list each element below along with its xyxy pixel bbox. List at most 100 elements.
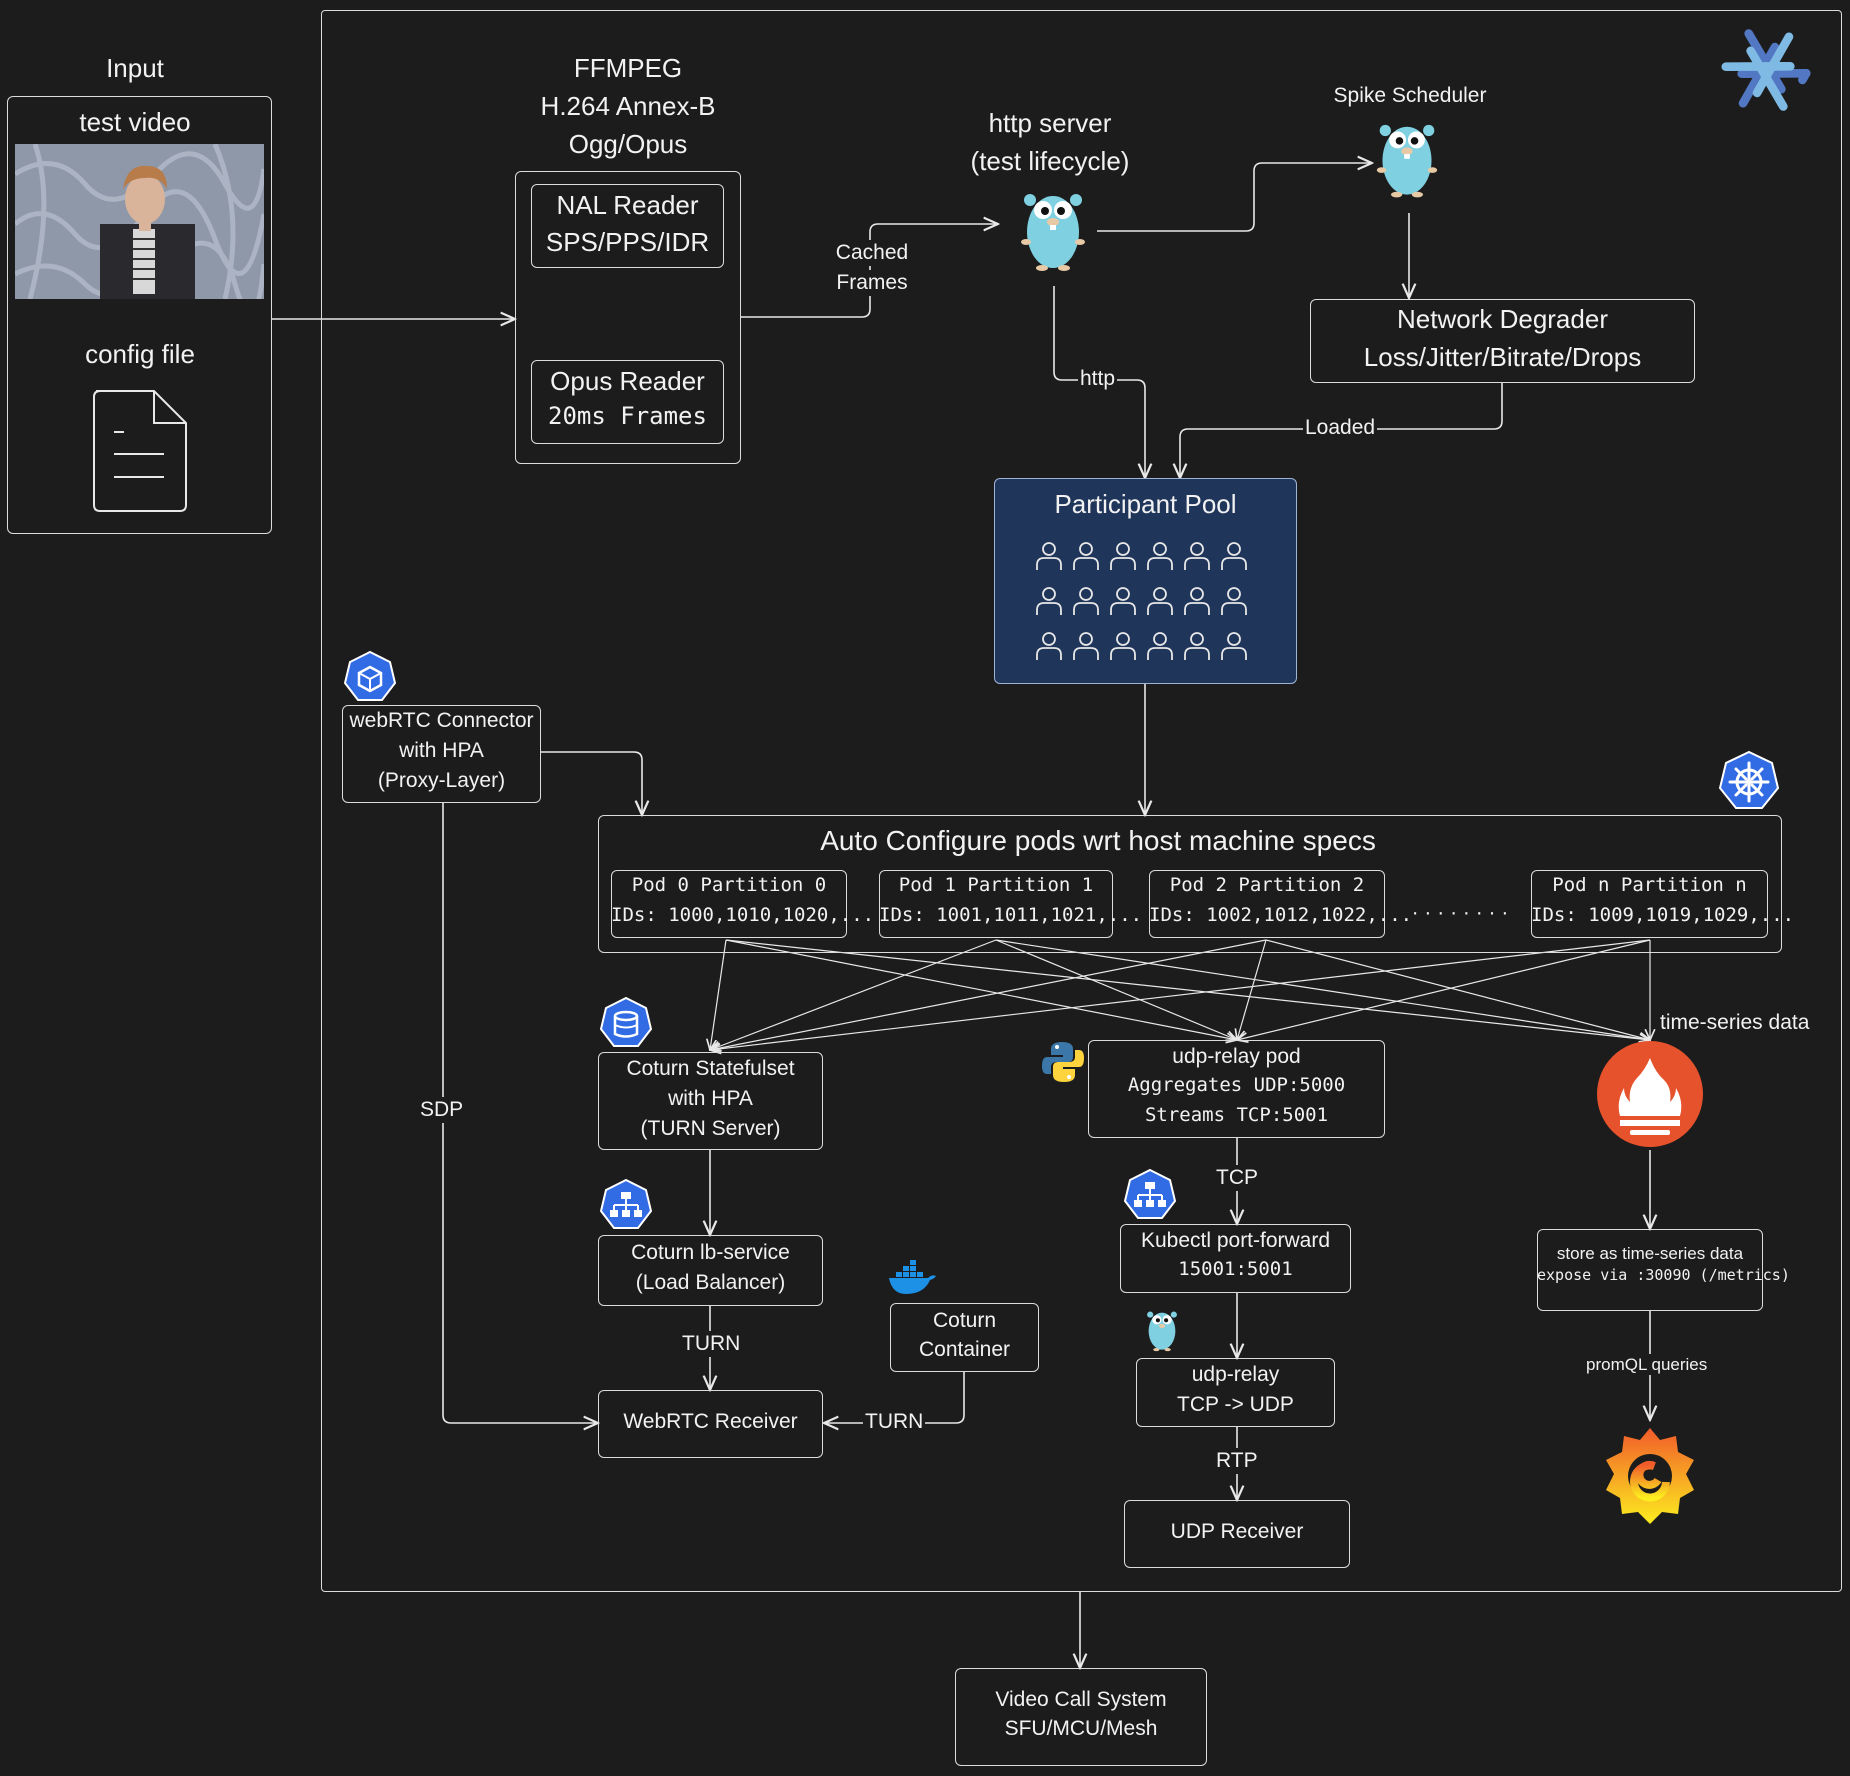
- user-icon: [1110, 632, 1136, 660]
- edge-label-time-series: time-series data: [1660, 1011, 1810, 1034]
- auto-configure-title: Auto Configure pods wrt host machine spe…: [820, 825, 1376, 856]
- pod-2-name: Pod 2 Partition 2: [1169, 874, 1365, 896]
- ffmpeg-title-3: Ogg/Opus: [568, 129, 688, 159]
- udp-relay-line-1: udp-relay: [1191, 1363, 1280, 1386]
- document-icon: [93, 390, 187, 512]
- user-icon: [1221, 632, 1247, 660]
- auto-configure-box: [598, 815, 1782, 953]
- main-frame: [321, 10, 1842, 1592]
- webrtc-connector-box: [342, 705, 541, 803]
- test-video-label: test video: [79, 107, 191, 137]
- go-gopher-icon: [1147, 1311, 1177, 1352]
- nal-reader-line-2: SPS/PPS/IDR: [545, 227, 710, 257]
- grafana-icon: [1606, 1428, 1694, 1524]
- network-degrader-line-2: Loss/Jitter/Bitrate/Drops: [1363, 342, 1642, 372]
- pod-2-box: [1149, 870, 1385, 938]
- opus-reader-box: [531, 360, 724, 444]
- edge-label-rtp: RTP: [1214, 1448, 1260, 1475]
- pod-1-name: Pod 1 Partition 1: [898, 874, 1094, 896]
- coturn-container-box: [890, 1303, 1039, 1372]
- participant-pool-title: Participant Pool: [1054, 489, 1237, 519]
- udp-relay-line-2: TCP -> UDP: [1177, 1393, 1294, 1416]
- user-icon: [1184, 587, 1210, 615]
- coturn-lb-line-2: (Load Balancer): [635, 1271, 786, 1294]
- edge-label-sdp: SDP: [418, 1097, 466, 1124]
- edge-label-promql: promQL queries: [1584, 1354, 1710, 1376]
- edge-connector-receiver: [442, 803, 598, 1423]
- coturn-statefulset-line-3: (TURN Server): [640, 1117, 781, 1140]
- config-file-label: config file: [85, 339, 195, 369]
- webrtc-connector-line-3: (Proxy-Layer): [377, 769, 506, 792]
- opus-reader-line-2: 20ms Frames: [548, 402, 707, 430]
- docker-whale-icon: [889, 1260, 936, 1294]
- edge-container-receiver: [824, 1372, 965, 1423]
- user-icon: [1073, 587, 1099, 615]
- pod-fanout-lines: [710, 939, 1650, 1050]
- coturn-statefulset-line-1: Coturn Statefulset: [626, 1057, 795, 1080]
- user-icon: [1036, 632, 1062, 660]
- kubernetes-service-icon: [599, 1178, 653, 1229]
- udp-receiver-label: UDP Receiver: [1170, 1520, 1304, 1543]
- video-call-line-1: Video Call System: [995, 1688, 1167, 1711]
- edge-label-turn-lb: TURN: [680, 1331, 743, 1358]
- user-icon: [1036, 542, 1062, 570]
- pod-0-name: Pod 0 Partition 0: [631, 874, 827, 896]
- video-call-box: [955, 1668, 1207, 1766]
- udp-relay-pod-box: [1088, 1040, 1385, 1138]
- coturn-statefulset-line-2: with HPA: [668, 1087, 753, 1110]
- pod-n-name: Pod n Partition n: [1552, 874, 1747, 896]
- edge-label-http: http: [1078, 366, 1118, 393]
- webrtc-receiver-label: WebRTC Receiver: [623, 1410, 798, 1433]
- kubernetes-storage-icon: [599, 996, 653, 1047]
- pod-n-box: [1531, 870, 1768, 938]
- participant-grid: [1034, 540, 1259, 670]
- user-icon: [1184, 632, 1210, 660]
- coturn-lb-line-1: Coturn lb-service: [631, 1241, 790, 1264]
- udp-relay-pod-line-3: Streams TCP:5001: [1144, 1104, 1329, 1126]
- kubectl-pf-box: [1120, 1224, 1351, 1293]
- webrtc-connector-line-2: with HPA: [399, 739, 484, 762]
- kubectl-pf-line-2: 15001:5001: [1178, 1258, 1293, 1280]
- user-icon: [1110, 587, 1136, 615]
- pods-ellipsis: · · · · · · · ·: [1411, 901, 1509, 924]
- pod-1-ids: IDs: 1001,1011,1021,...: [879, 904, 1143, 926]
- kubernetes-pod-icon: [343, 650, 397, 701]
- go-gopher-icon: [1376, 124, 1438, 198]
- kubernetes-service-icon: [1123, 1168, 1177, 1219]
- user-icon: [1036, 587, 1062, 615]
- prometheus-store-box: [1537, 1229, 1763, 1311]
- opus-reader-line-1: Opus Reader: [550, 366, 705, 396]
- edge-connector-auto: [541, 751, 642, 815]
- udp-receiver-box: [1124, 1500, 1350, 1568]
- http-server-line-1: http server: [988, 108, 1112, 138]
- video-thumbnail-icon: [15, 144, 264, 299]
- user-icon: [1221, 587, 1247, 615]
- coturn-statefulset-box: [598, 1052, 823, 1150]
- user-icon: [1147, 632, 1173, 660]
- ffmpeg-title-1: FFMPEG: [573, 53, 683, 83]
- edge-label-cached-frames-2: Frames: [826, 270, 918, 297]
- pod-0-box: [611, 870, 847, 938]
- nixos-snowflake-icon: [1721, 29, 1811, 111]
- edge-http-spike: [1097, 163, 1372, 232]
- network-degrader-line-1: Network Degrader: [1397, 304, 1608, 334]
- pod-2-ids: IDs: 1002,1012,1022,...: [1149, 904, 1413, 926]
- video-call-line-2: SFU/MCU/Mesh: [1004, 1717, 1158, 1740]
- user-icon: [1073, 632, 1099, 660]
- prometheus-icon: [1597, 1041, 1703, 1147]
- ffmpeg-title-2: H.264 Annex-B: [540, 91, 716, 121]
- input-title: Input: [106, 53, 164, 83]
- edge-label-turn-container: TURN: [863, 1409, 926, 1436]
- pod-1-box: [879, 870, 1113, 938]
- udp-relay-pod-line-1: udp-relay pod: [1172, 1045, 1301, 1068]
- user-icon: [1184, 542, 1210, 570]
- edge-label-loaded: Loaded: [1303, 415, 1378, 442]
- coturn-container-line-2: Container: [918, 1338, 1011, 1361]
- ffmpeg-box: [515, 171, 741, 464]
- network-degrader-box: [1310, 299, 1695, 383]
- participant-pool-box: [994, 478, 1297, 684]
- user-icon: [1147, 587, 1173, 615]
- spike-scheduler-label: Spike Scheduler: [1333, 84, 1487, 107]
